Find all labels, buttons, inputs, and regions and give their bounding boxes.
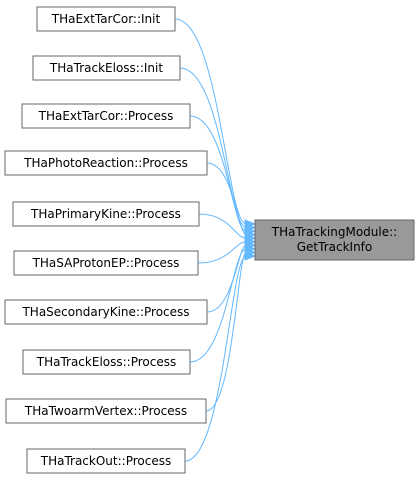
caller-node-box xyxy=(13,250,199,276)
node-thasecondarykine-process[interactable]: THaSecondaryKine::Process xyxy=(4,299,208,325)
node-thatrackout-process[interactable]: THaTrackOut::Process xyxy=(26,448,186,474)
edge-thaexttarcor-init xyxy=(174,18,247,225)
node-thatrackeloss-init[interactable]: THaTrackEloss::Init xyxy=(32,55,181,81)
caller-node-box xyxy=(26,448,186,474)
node-thasaprotonep-process[interactable]: THaSAProtonEP::Process xyxy=(13,250,199,276)
caller-node-box xyxy=(4,299,208,325)
caller-label: THaSecondaryKine::Process xyxy=(21,305,189,319)
target-label-line1: THaTrackingModule:: xyxy=(271,225,397,239)
node-thaphotoreaction-process[interactable]: THaPhotoReaction::Process xyxy=(4,150,208,176)
caller-node-box xyxy=(12,201,200,227)
node-thaprimarykine-process[interactable]: THaPrimaryKine::Process xyxy=(12,201,200,227)
node-target-get-track-info[interactable]: THaTrackingModule:: GetTrackInfo xyxy=(254,219,415,261)
caller-label: THaTrackEloss::Process xyxy=(36,355,176,369)
caller-label: THaPrimaryKine::Process xyxy=(30,207,181,221)
edge-thatwoarmvertex-process xyxy=(205,251,247,412)
caller-label: THaTrackOut::Process xyxy=(40,454,171,468)
target-node-box xyxy=(254,219,415,261)
node-thatwoarmvertex-process[interactable]: THaTwoarmVertex::Process xyxy=(5,398,207,424)
caller-node-box xyxy=(36,6,176,32)
edges xyxy=(174,18,257,462)
edge-thaprimarykine-process xyxy=(198,213,247,239)
caller-node-box xyxy=(4,150,208,176)
node-thaexttarcor-init[interactable]: THaExtTarCor::Init xyxy=(36,6,176,32)
caller-node-box xyxy=(5,398,207,424)
caller-node-box xyxy=(22,349,191,375)
nodes: THaExtTarCor::InitTHaTrackEloss::InitTHa… xyxy=(4,6,208,474)
edge-thasaprotonep-process xyxy=(197,241,247,264)
caller-label: THaPhotoReaction::Process xyxy=(23,156,188,170)
edge-thatrackout-process xyxy=(184,255,247,462)
arrowhead-icon xyxy=(244,251,257,261)
caller-label: THaTrackEloss::Init xyxy=(49,61,163,75)
caller-label: THaTwoarmVertex::Process xyxy=(24,404,187,418)
node-thaexttarcor-process[interactable]: THaExtTarCor::Process xyxy=(21,103,191,129)
edge-thatrackeloss-process xyxy=(189,248,247,363)
edge-thaphotoreaction-process xyxy=(206,162,247,236)
caller-label: THaSAProtonEP::Process xyxy=(32,256,180,270)
node-thatrackeloss-process[interactable]: THaTrackEloss::Process xyxy=(22,349,191,375)
caller-label: THaExtTarCor::Init xyxy=(51,12,161,26)
target-label-line2: GetTrackInfo xyxy=(297,240,373,254)
caller-label: THaExtTarCor::Process xyxy=(38,109,174,123)
caller-node-box xyxy=(21,103,191,129)
caller-node-box xyxy=(32,55,181,81)
